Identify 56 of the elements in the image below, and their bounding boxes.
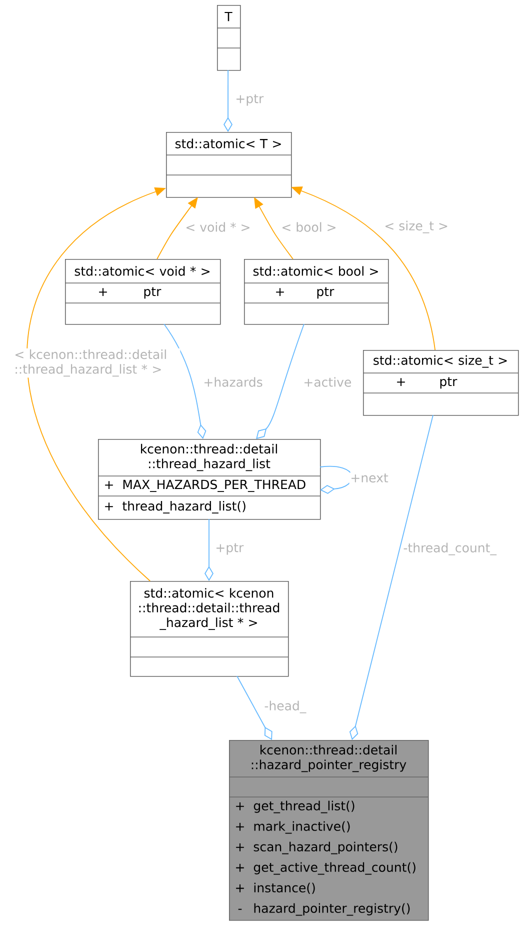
member-name: get_thread_list() xyxy=(254,800,354,814)
class-box xyxy=(362,350,519,416)
class-name: std::atomic< T > xyxy=(175,138,281,148)
edge-label: < kcenon::thread::detail ::thread_hazard_list * > xyxy=(13,348,180,378)
visibility-marker: + xyxy=(236,843,244,852)
member-name: ptr xyxy=(144,287,162,299)
edge-label: < size_t > xyxy=(383,220,450,234)
class-name: kcenon::thread::detail ::hazard_pointer_registry xyxy=(252,744,406,772)
visibility-marker: + xyxy=(397,378,405,386)
visibility-marker: + xyxy=(99,288,107,296)
member-name: ptr xyxy=(317,287,334,299)
edge-label: +ptr xyxy=(214,542,245,556)
connector-arrow xyxy=(256,324,304,439)
member-name: scan_hazard_pointers() xyxy=(254,842,398,854)
connector-arrow xyxy=(224,70,232,132)
class-box xyxy=(244,259,389,325)
class-name: kcenon::thread::detail ::thread_hazard_list xyxy=(141,444,277,472)
edge-label: -head_ xyxy=(263,700,308,714)
visibility-marker: + xyxy=(105,481,113,489)
class-name: std::atomic< bool > xyxy=(253,266,378,276)
class-box xyxy=(228,740,429,921)
visibility-marker: + xyxy=(236,822,244,831)
class-name: T xyxy=(224,12,232,22)
member-name: MAX_HAZARDS_PER_THREAD xyxy=(123,480,306,492)
member-name: hazard_pointer_registry() xyxy=(254,903,410,916)
class-box xyxy=(166,132,292,198)
edge-label: < bool > xyxy=(280,221,338,233)
visibility-marker: + xyxy=(236,802,244,810)
edge-label: +ptr xyxy=(234,93,265,107)
class-box xyxy=(64,259,221,325)
class-name: std::atomic< void * > xyxy=(74,266,210,276)
member-name: ptr xyxy=(440,377,458,389)
member-name: get_active_thread_count() xyxy=(254,862,416,875)
member-name: instance() xyxy=(254,882,315,894)
edge-label: +next xyxy=(349,472,390,484)
visibility-marker: + xyxy=(236,884,244,892)
class-box xyxy=(130,581,289,677)
edge-label: +hazards xyxy=(202,376,264,388)
class-name: std::atomic< size_t > xyxy=(374,355,507,368)
edge-label: -thread_count_ xyxy=(402,542,498,556)
visibility-marker: - xyxy=(238,908,242,910)
connector-arrow xyxy=(236,676,272,740)
connector-arrow xyxy=(349,414,434,740)
visibility-marker: + xyxy=(236,864,244,872)
member-name: mark_inactive() xyxy=(254,821,350,834)
class-box xyxy=(216,5,241,71)
edge-label: < void * > xyxy=(184,221,252,233)
class-name: std::atomic< kcenon ::thread::detail::thread _hazard_list * > xyxy=(139,588,280,630)
edge-label: +active xyxy=(302,376,353,388)
connector-arrow xyxy=(204,518,214,581)
connector-arrow xyxy=(164,324,206,439)
member-name: thread_hazard_list() xyxy=(122,501,246,514)
visibility-marker: + xyxy=(105,502,113,510)
class-box xyxy=(98,439,321,520)
connector-arrow xyxy=(320,466,352,494)
visibility-marker: + xyxy=(276,288,284,296)
